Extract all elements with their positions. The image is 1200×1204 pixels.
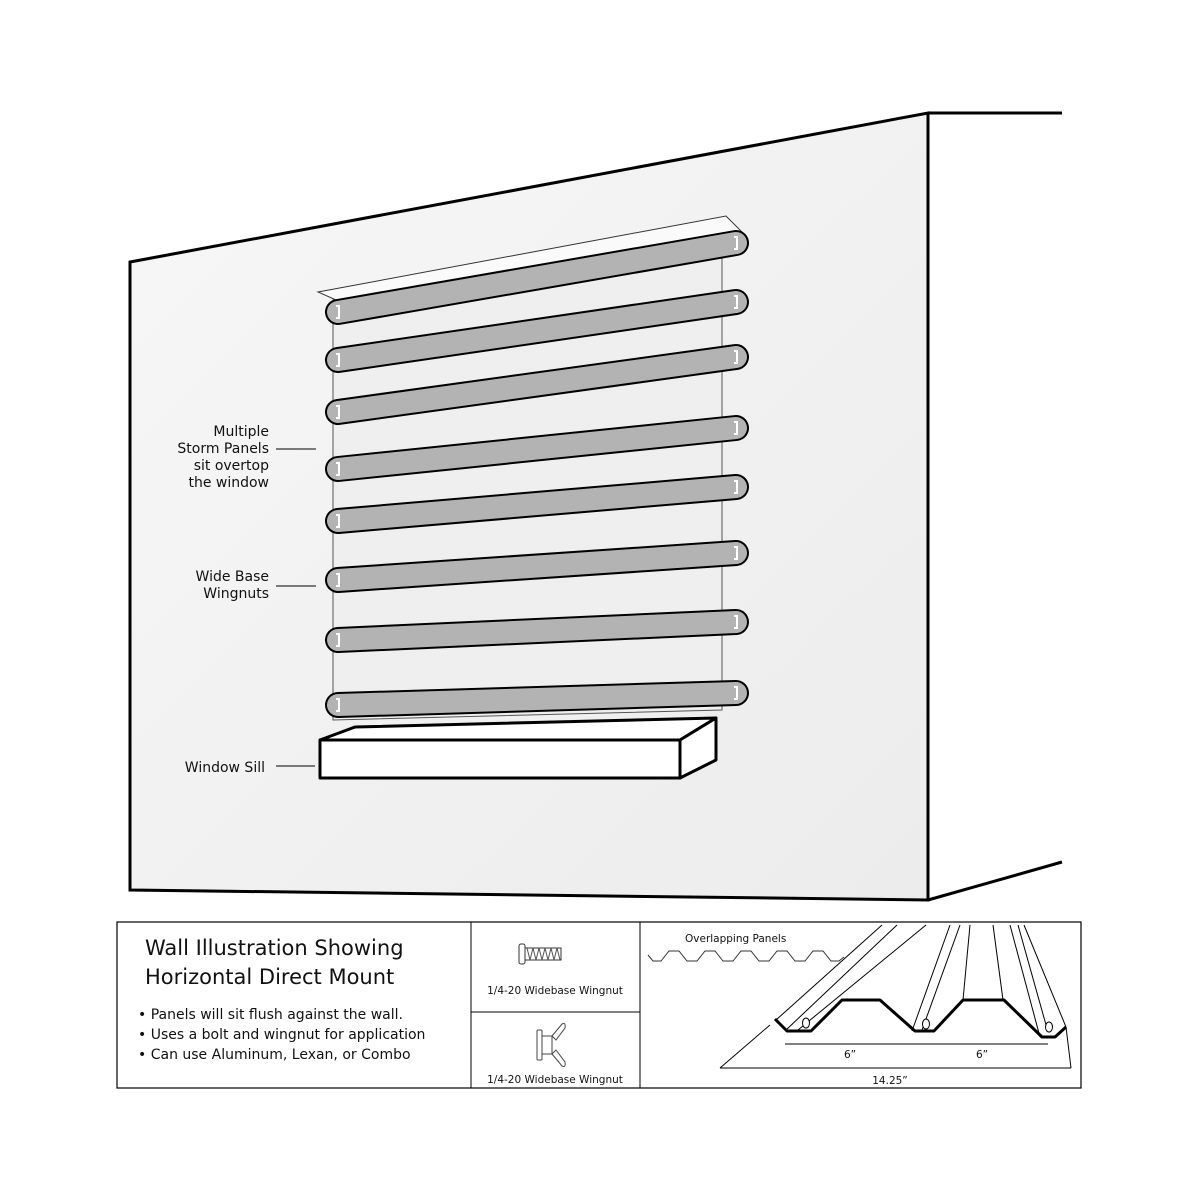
svg-text:Window Sill: Window Sill [185, 760, 265, 776]
window-sill [318, 716, 718, 780]
storm-panel-band [325, 540, 749, 593]
callout-sill: Window Sill [185, 760, 315, 776]
wingnut-slot-icon [336, 633, 340, 647]
storm-panel-band [325, 609, 749, 653]
legend-title: Horizontal Direct Mount [145, 965, 394, 989]
svg-text:Multiple: Multiple [213, 424, 269, 440]
svg-text:Storm Panels: Storm Panels [177, 441, 269, 457]
wingnut-slot-icon [734, 295, 738, 309]
bolt-caption: 1/4-20 Widebase Wingnut [487, 985, 623, 997]
storm-panel-band [325, 289, 749, 373]
wingnut-slot-icon [734, 421, 738, 435]
wingnut-slot-icon [336, 573, 340, 587]
callout-wingnuts: Wide Base Wingnuts [196, 569, 316, 602]
wingnut-slot-icon [734, 480, 738, 494]
legend-title: Wall Illustration Showing [145, 936, 404, 960]
panel-profile-diagram: Overlapping Panels 6” 6” 14.25” [647, 924, 1072, 1087]
storm-panels [316, 215, 749, 721]
bullet: • Can use Aluminum, Lexan, or Combo [138, 1047, 411, 1063]
wingnut-slot-icon [336, 353, 340, 367]
wingnut-slot-icon [336, 698, 340, 712]
wingnut-slot-icon [336, 462, 340, 476]
dimension-6in: 6” [844, 1049, 856, 1061]
legend-box: Wall Illustration Showing Horizontal Dir… [116, 921, 1082, 1089]
wingnut-icon [536, 1023, 566, 1067]
wingnut-slot-icon [734, 236, 738, 250]
wingnut-caption: 1/4-20 Widebase Wingnut [487, 1074, 623, 1086]
wingnut-slot-icon [336, 514, 340, 528]
bullet: • Panels will sit flush against the wall… [138, 1007, 403, 1023]
storm-panel-band [325, 680, 749, 718]
bullet: • Uses a bolt and wingnut for applicatio… [138, 1027, 425, 1043]
wingnut-slot-icon [734, 546, 738, 560]
wingnut-slot-icon [734, 350, 738, 364]
dimension-total: 14.25” [872, 1075, 908, 1087]
storm-panel-band [325, 230, 749, 325]
svg-text:Wide Base: Wide Base [196, 569, 269, 585]
storm-panel-band [325, 415, 749, 482]
overlapping-panels-label: Overlapping Panels [685, 933, 786, 945]
wingnut-slot-icon [336, 405, 340, 419]
svg-text:sit overtop: sit overtop [194, 458, 269, 474]
svg-text:the window: the window [188, 475, 269, 491]
callout-storm-panels: Multiple Storm Panels sit overtop the wi… [177, 424, 316, 491]
svg-text:Wingnuts: Wingnuts [203, 586, 269, 602]
dimension-6in: 6” [976, 1049, 988, 1061]
wingnut-slot-icon [734, 615, 738, 629]
storm-panel-band [325, 474, 749, 534]
wingnut-slot-icon [734, 686, 738, 700]
storm-panel-band [325, 344, 749, 425]
wingnut-slot-icon [336, 305, 340, 319]
bolt-icon [518, 943, 562, 965]
